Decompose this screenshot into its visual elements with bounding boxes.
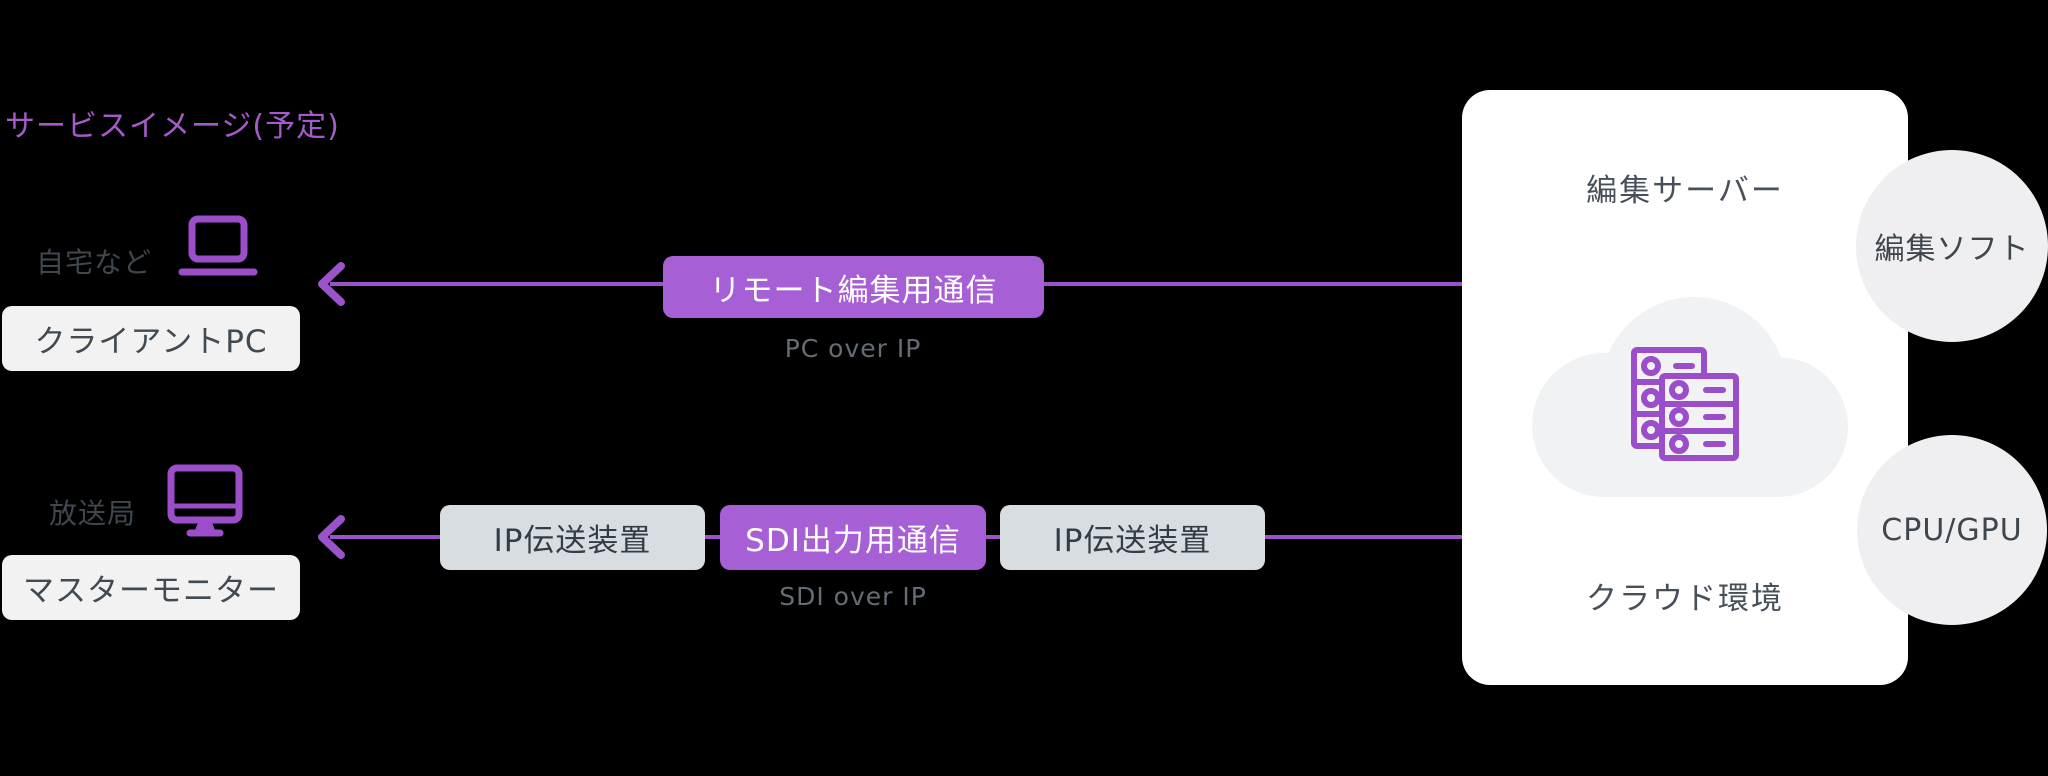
remote-edit-comm-label: リモート編集用通信 (663, 256, 1044, 318)
ip-transmitter-box-left: IP伝送装置 (440, 505, 705, 570)
diagram-title: サービスイメージ(予定) (5, 109, 340, 144)
cpu-gpu-label: CPU/GPU (1881, 512, 2023, 548)
left-arrow-icon (317, 514, 345, 564)
pc-over-ip-caption: PC over IP (784, 334, 922, 363)
edit-server-title: 編集サーバー (1586, 173, 1784, 209)
server-rack-icon (1630, 346, 1740, 466)
left-arrow-icon (317, 261, 345, 311)
cloud-env-label: クラウド環境 (1586, 581, 1784, 617)
monitor-icon (166, 460, 244, 542)
cpu-gpu-circle: CPU/GPU (1857, 435, 2047, 625)
laptop-icon (176, 214, 260, 284)
ip-transmitter-box-right: IP伝送装置 (1000, 505, 1265, 570)
sdi-over-ip-caption: SDI over IP (779, 582, 927, 611)
sdi-output-comm-label: SDI出力用通信 (720, 505, 986, 570)
home-location-label: 自宅など (36, 246, 153, 279)
edit-software-label: 編集ソフト (1874, 232, 2030, 267)
client-pc-box: クライアントPC (2, 306, 300, 371)
edit-server-panel: 編集サーバー (1462, 90, 1908, 685)
edit-software-circle: 編集ソフト (1856, 150, 2048, 342)
master-monitor-box: マスターモニター (2, 555, 300, 620)
broadcast-location-label: 放送局 (49, 497, 137, 530)
